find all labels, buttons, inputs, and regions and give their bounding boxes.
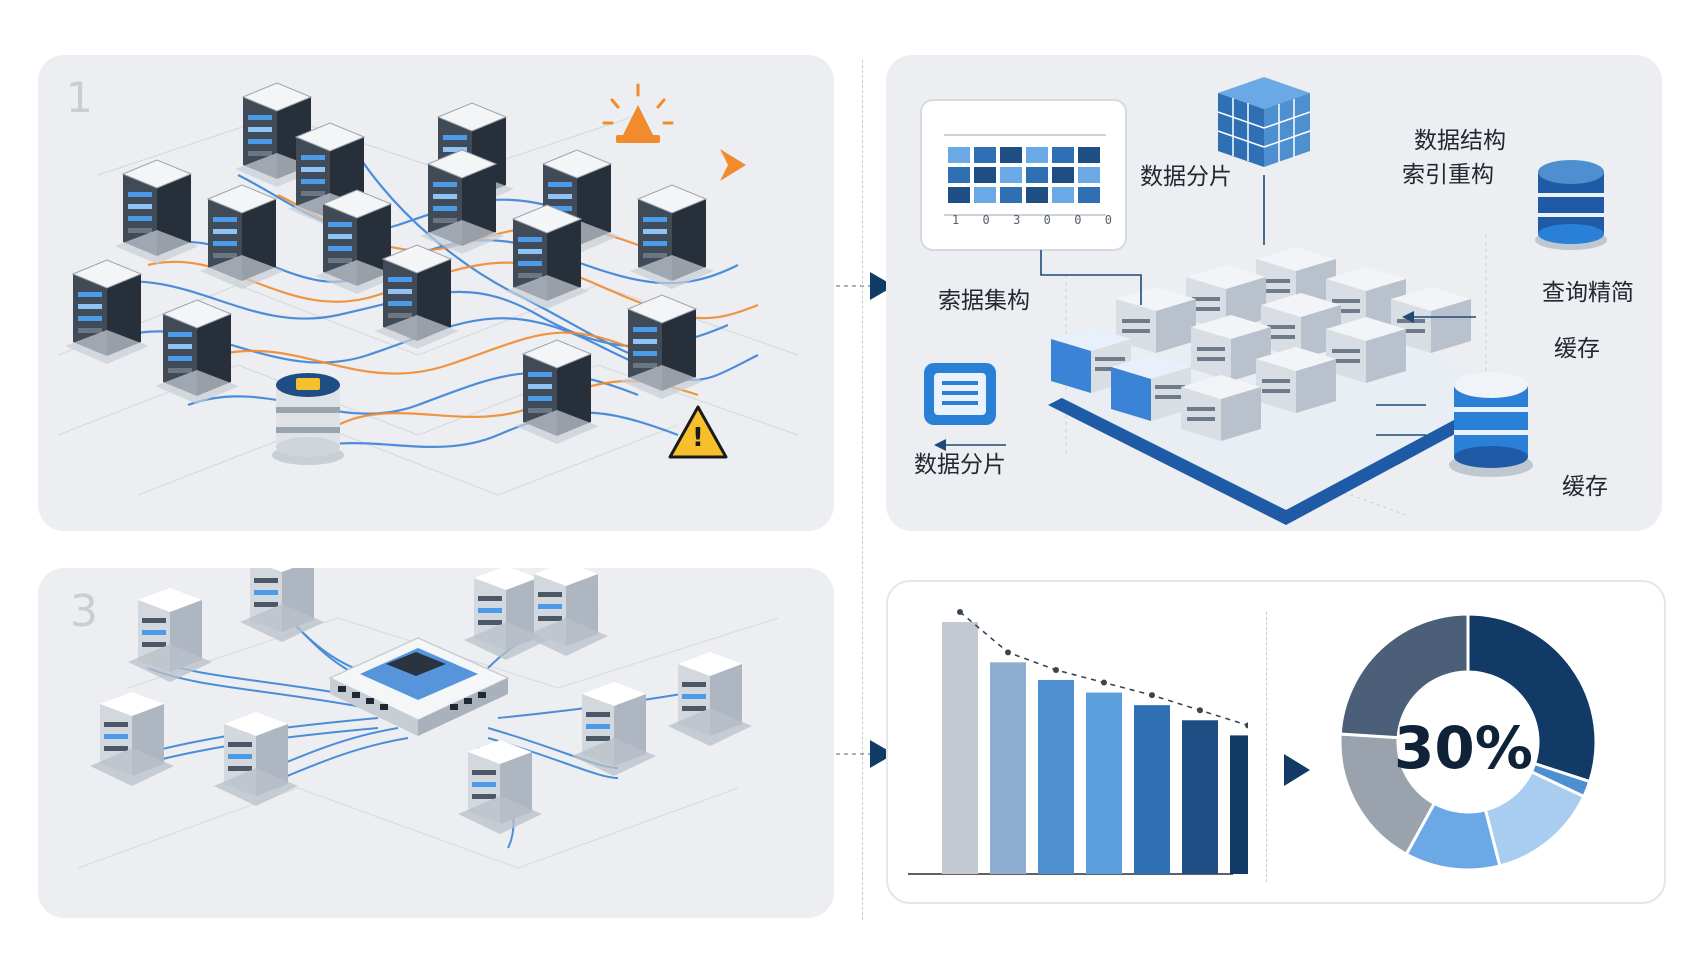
- index-cube-icon: [1217, 77, 1311, 167]
- heatmap-cell: [1000, 187, 1022, 203]
- label-data-architecture: 索据集构: [938, 288, 1030, 314]
- bar: [1038, 679, 1074, 874]
- bar: [1086, 692, 1122, 874]
- heatmap-cell: [1000, 167, 1022, 183]
- database-cache-icon: [1449, 372, 1533, 477]
- label-cache-bottom: 缓存: [1562, 474, 1608, 500]
- panel-number: 1: [66, 73, 93, 122]
- heatmap-cell: [1026, 187, 1048, 203]
- hub-network-illustration: [77, 568, 779, 869]
- heatmap-cell: [1026, 147, 1048, 163]
- database-blue-icon: [1535, 160, 1607, 250]
- label-index-rebuild: 索引重构: [1402, 162, 1494, 188]
- heatmap-cell: [974, 187, 996, 203]
- document-icon: [924, 363, 996, 425]
- orange-arrow-icon: [720, 149, 746, 181]
- heatmap-cell: [948, 187, 970, 203]
- heatmap-tick-label: 0: [1074, 213, 1082, 227]
- results-divider: [1266, 612, 1267, 882]
- structured-platform-illustration: [920, 77, 1607, 525]
- label-data-sharding-top: 数据分片: [1140, 164, 1232, 190]
- heatmap-tick-label: 3: [1013, 213, 1021, 227]
- panel-number: 3: [70, 586, 98, 637]
- panel-tangled-network: 1 !: [38, 55, 834, 531]
- panel-hub-network: 3: [38, 568, 834, 918]
- panel-results: 30%: [886, 580, 1666, 904]
- heatmap-cell: [1078, 167, 1100, 183]
- center-divider: [862, 60, 863, 920]
- hub-switch-icon: [328, 637, 510, 736]
- heatmap-cell: [1052, 187, 1074, 203]
- label-cache-right: 缓存: [1554, 336, 1600, 362]
- trend-point: [1005, 649, 1011, 656]
- heatmap-cell: [1078, 187, 1100, 203]
- flow-arrow-top: [836, 272, 894, 300]
- heatmap-cell: [974, 147, 996, 163]
- warning-icon: [668, 405, 728, 459]
- heatmap-cell: [1078, 147, 1100, 163]
- trend-point: [1053, 666, 1059, 673]
- donut-percent-label: 30%: [1394, 714, 1533, 782]
- heatmap-cell: [974, 167, 996, 183]
- heatmap-cell: [948, 147, 970, 163]
- heatmap-cell: [1052, 167, 1074, 183]
- heatmap-tick-label: 0: [1043, 213, 1051, 227]
- bar: [1182, 720, 1218, 874]
- heatmap-cell: [1026, 167, 1048, 183]
- results-arrow: [1284, 754, 1310, 786]
- heatmap-tick-label: 0: [982, 213, 990, 227]
- heatmap-tick-row: 1 0 3 0 0 0: [952, 213, 1112, 227]
- bar: [1134, 705, 1170, 874]
- bar: [942, 622, 978, 874]
- heatmap-card: [920, 99, 1127, 251]
- donut-chart: [1338, 612, 1598, 872]
- bar: [1230, 735, 1248, 874]
- warning-symbol: !: [692, 423, 704, 453]
- heatmap-tick-label: 1: [952, 213, 960, 227]
- database-icon: [272, 373, 344, 465]
- trend-point: [957, 609, 963, 615]
- tangled-network-illustration: [57, 82, 799, 496]
- trend-point: [1101, 679, 1107, 686]
- label-data-sharding-bottom: 数据分片: [914, 452, 1006, 478]
- heatmap-cell: [1052, 147, 1074, 163]
- donut-slice: [1466, 612, 1598, 784]
- heatmap-cell: [1000, 147, 1022, 163]
- trend-point: [1149, 692, 1155, 699]
- bar: [990, 662, 1026, 874]
- bar-chart: [908, 609, 1248, 875]
- flow-arrow-bottom: [836, 740, 894, 768]
- alert-beacon-icon: [602, 83, 674, 143]
- label-query-simplify: 查询精简: [1542, 280, 1634, 306]
- heatmap-cell: [948, 167, 970, 183]
- heatmap-tick-label: 0: [1104, 213, 1112, 227]
- trend-point: [1197, 707, 1203, 714]
- donut-slice: [1338, 612, 1470, 740]
- trend-point: [1245, 722, 1248, 729]
- panel-structured-platform: 数据分片 数据结构 索引重构 索据集构 查询精简 缓存 数据分片 缓存 1 0 3 0…: [886, 55, 1662, 531]
- label-data-struct-top: 数据结构: [1414, 128, 1506, 154]
